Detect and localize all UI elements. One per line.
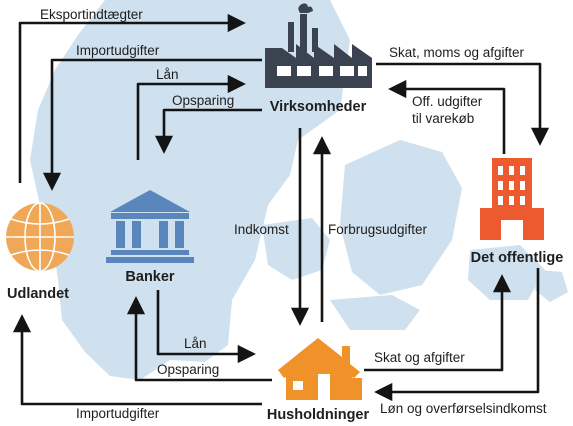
arrow-opsparing-bottom [126, 296, 272, 382]
arrow-laan-top [136, 74, 246, 160]
label-skat-moms: Skat, moms og afgifter [389, 45, 525, 60]
label-eksportindtaegter: Eksportindtægter [40, 7, 143, 22]
arrow-importudgifter-bottom [12, 314, 262, 406]
node-det-offentlige: Det offentlige [471, 250, 564, 266]
house-icon [278, 338, 362, 400]
jutland-shape [30, 0, 350, 380]
globe-icon [6, 202, 74, 272]
zealand-shape [340, 140, 462, 295]
arrow-opsparing-top [154, 108, 262, 154]
label-off-udgifter-line2: til varekøb [412, 111, 474, 126]
arrow-skat-moms [376, 62, 550, 146]
arrow-off-udgifter [388, 79, 506, 154]
node-husholdninger: Husholdninger [267, 407, 370, 423]
label-skat-afgifter: Skat og afgifter [374, 350, 465, 365]
bank-icon [106, 190, 194, 263]
arrow-eksportindtaegter [18, 13, 246, 183]
arrow-loen [374, 268, 540, 402]
denmark-map-background [30, 0, 568, 380]
funen-shape [262, 218, 330, 280]
lolland-shape [330, 295, 420, 330]
node-udlandet: Udlandet [7, 286, 69, 302]
eastern-islands-shape [468, 245, 545, 300]
flow-labels: Eksportindtægter Importudgifter Lån Opsp… [40, 7, 547, 421]
label-forbrugsudgifter: Forbrugsudgifter [328, 222, 428, 237]
node-banker: Banker [125, 269, 175, 285]
label-loen: Løn og overførselsindkomst [380, 401, 547, 416]
label-laan-bottom: Lån [184, 336, 207, 351]
government-building-icon [480, 158, 544, 240]
flow-arrows [12, 13, 550, 406]
label-opsparing-bottom: Opsparing [157, 362, 219, 377]
label-laan-top: Lån [156, 67, 179, 82]
label-importudgifter-top: Importudgifter [76, 43, 160, 58]
arrow-laan-bottom [156, 290, 256, 364]
label-importudgifter-bottom: Importudgifter [76, 406, 160, 421]
arrow-skat-afgifter [364, 274, 512, 372]
bornholm-shape [535, 270, 568, 302]
arrow-importudgifter-top [42, 58, 262, 191]
factory-icon [265, 3, 372, 88]
label-indkomst: Indkomst [234, 222, 289, 237]
label-opsparing-top: Opsparing [172, 93, 234, 108]
node-virksomheder: Virksomheder [270, 99, 367, 115]
label-off-udgifter-line1: Off. udgifter [412, 94, 483, 109]
